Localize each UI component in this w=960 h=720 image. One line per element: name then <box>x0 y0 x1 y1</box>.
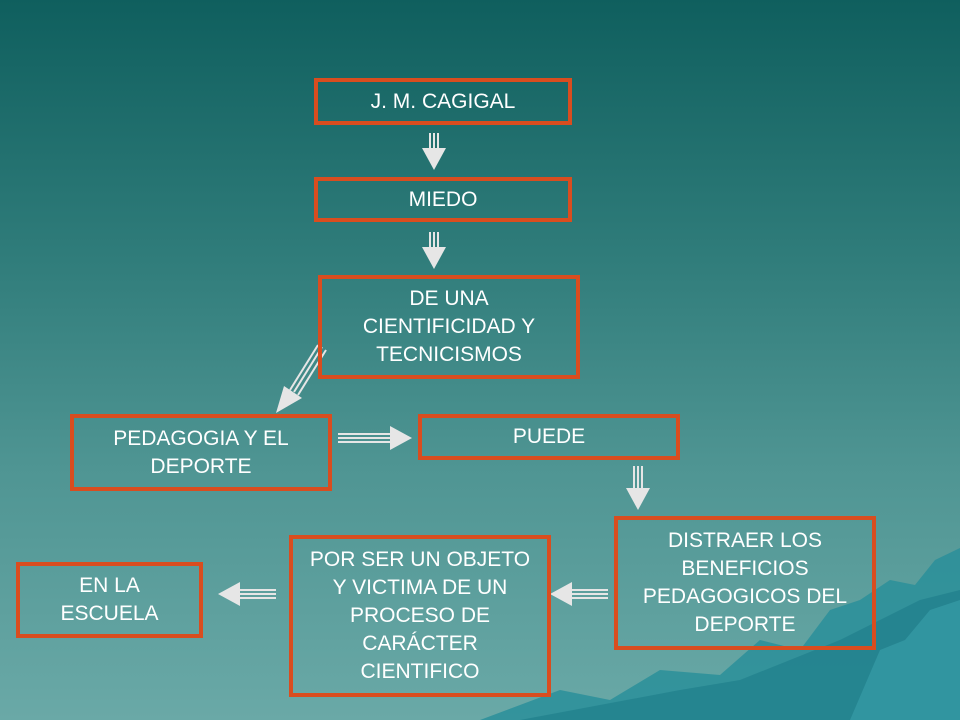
node-distraer-label: DISTRAER LOS BENEFICIOS PEDAGOGICOS DEL … <box>642 529 848 636</box>
node-objeto: POR SER UN OBJETO Y VICTIMA DE UN PROCES… <box>289 535 551 697</box>
arrow-cagigal-miedo <box>422 133 446 170</box>
arrow-puede-distraer <box>626 466 650 510</box>
arrow-objeto-escuela <box>218 582 276 606</box>
arrow-pedagogia-puede <box>338 426 412 450</box>
node-pedagogia-label: PEDAGOGIA Y EL DEPORTE <box>113 426 289 478</box>
node-pedagogia: PEDAGOGIA Y EL DEPORTE <box>70 414 332 491</box>
node-objeto-label: POR SER UN OBJETO Y VICTIMA DE UN PROCES… <box>309 548 531 683</box>
node-puede-label: PUEDE <box>512 425 586 448</box>
arrow-miedo-cientificidad <box>422 232 446 269</box>
arrow-distraer-objeto <box>550 582 608 606</box>
node-miedo-label: MIEDO <box>408 187 478 211</box>
node-distraer: DISTRAER LOS BENEFICIOS PEDAGOGICOS DEL … <box>614 516 876 650</box>
node-cagigal-label: J. M. CAGIGAL <box>370 89 516 113</box>
node-miedo: MIEDO <box>314 177 572 222</box>
node-cientificidad-label: DE UNA CIENTIFICIDAD Y TECNICISMOS <box>362 287 536 366</box>
node-escuela: EN LA ESCUELA <box>16 562 203 638</box>
node-cagigal: J. M. CAGIGAL <box>314 78 572 125</box>
node-cientificidad: DE UNA CIENTIFICIDAD Y TECNICISMOS <box>318 275 580 379</box>
node-puede: PUEDE <box>418 414 680 460</box>
node-escuela-label: EN LA ESCUELA <box>60 574 159 625</box>
